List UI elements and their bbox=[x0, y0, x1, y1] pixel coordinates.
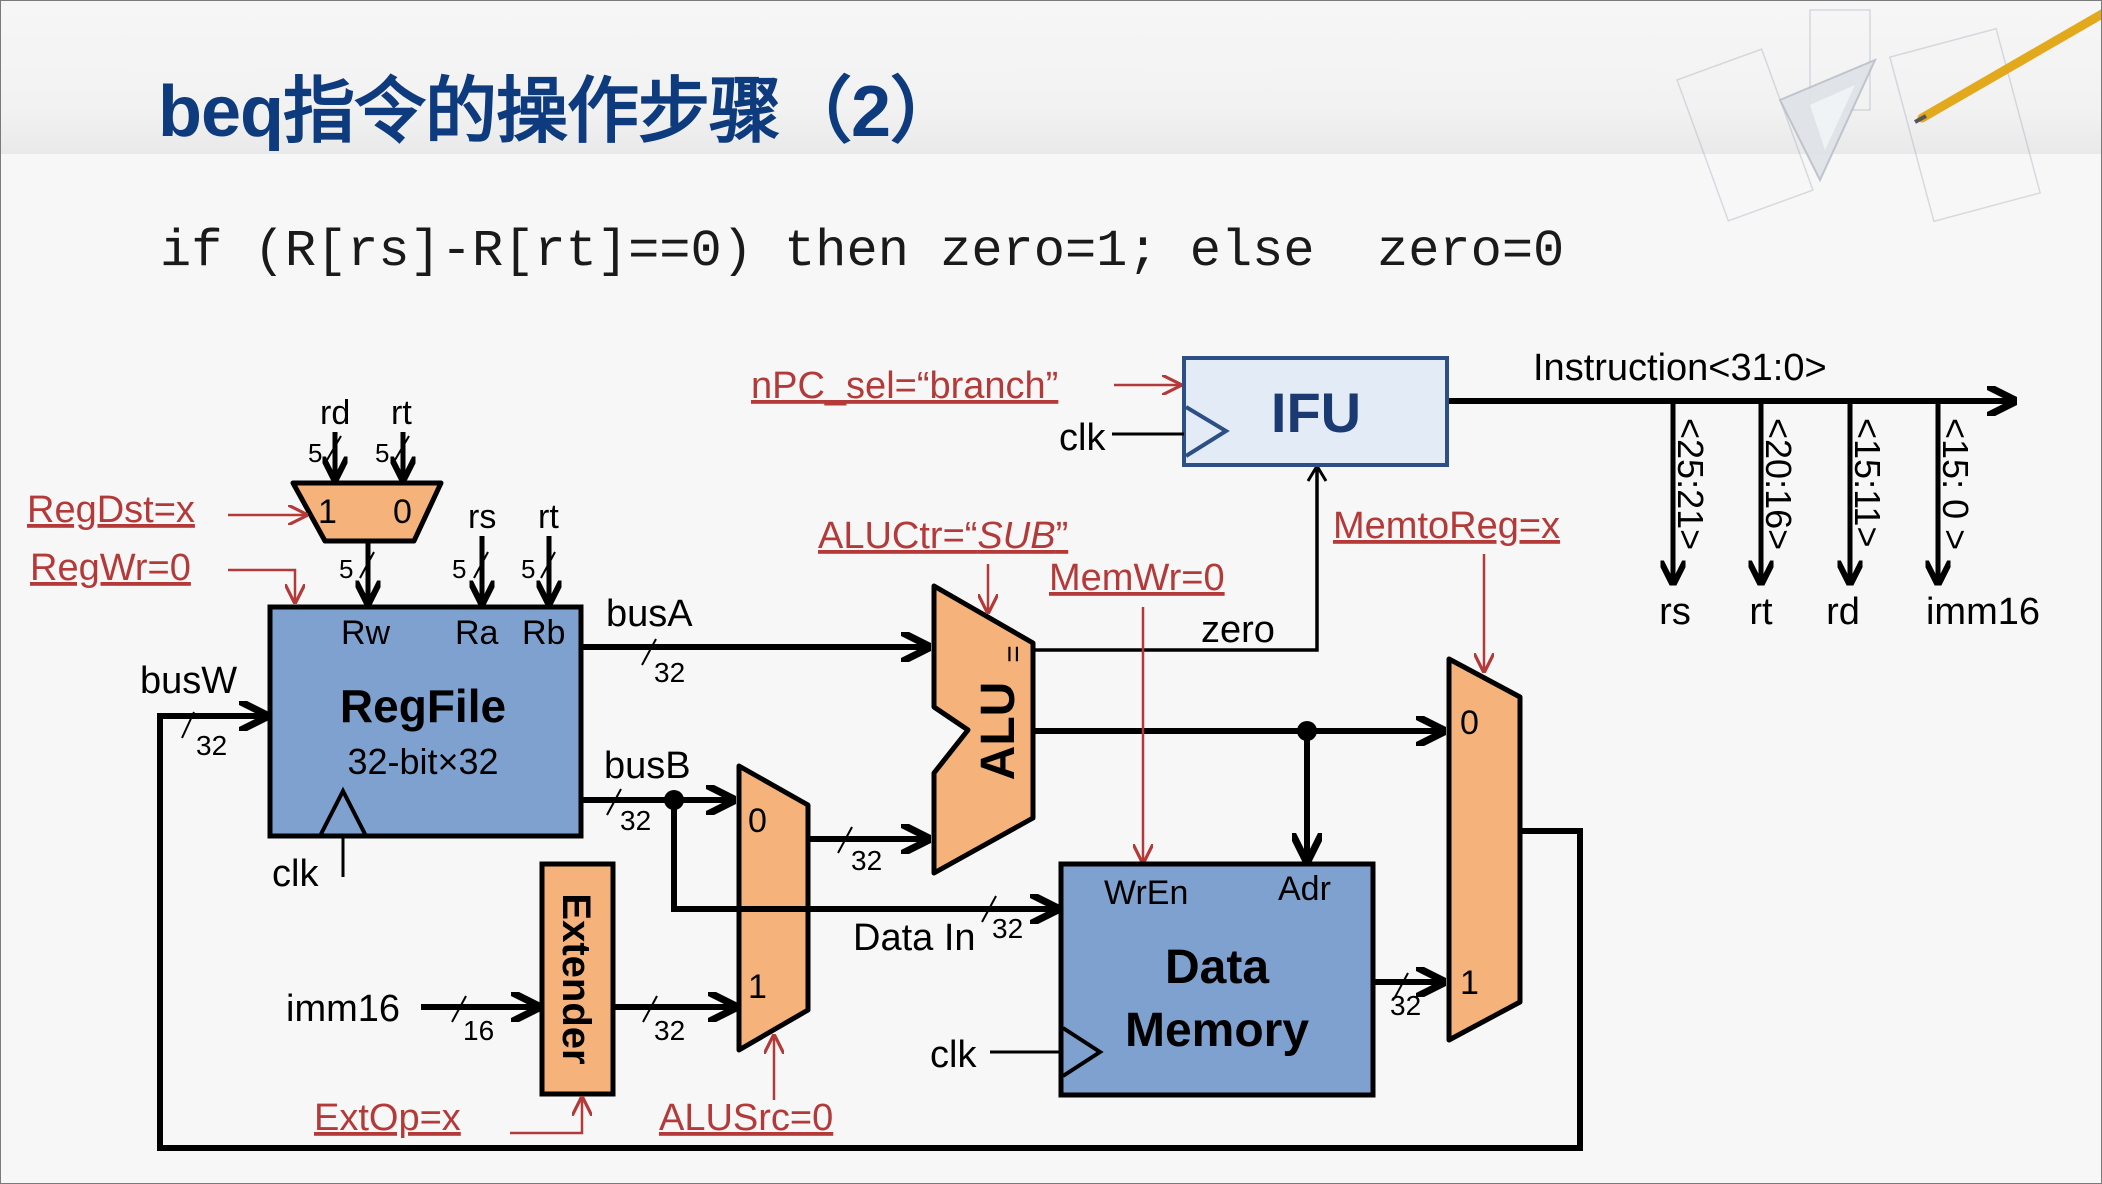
alu-block bbox=[931, 583, 1036, 876]
field-rs-name: rs bbox=[1659, 591, 1691, 633]
ifu-clock-triangle-icon bbox=[1184, 405, 1230, 458]
zero-wire bbox=[1033, 466, 1319, 652]
ext-out-width: 32 bbox=[654, 1015, 685, 1046]
field-rd-name: rd bbox=[1826, 591, 1860, 633]
slide-title: beq指令的操作步骤（2） bbox=[158, 72, 962, 152]
ifu-clk-label: clk bbox=[1059, 417, 1106, 459]
field-rt-name: rt bbox=[1749, 591, 1773, 633]
memtoreg-mux bbox=[1446, 656, 1523, 1043]
instruction-bus-label: Instruction<31:0> bbox=[1533, 347, 1827, 389]
ra-port-label: Ra bbox=[455, 614, 499, 652]
field-rs-bits: <25:21> bbox=[1670, 418, 1711, 550]
busa-width: 32 bbox=[654, 657, 685, 688]
data-memory-clock-triangle-icon bbox=[1061, 1026, 1104, 1078]
rb-width: 5 bbox=[521, 554, 535, 584]
extender-name: Extender bbox=[554, 893, 598, 1064]
regfile-size: 32-bit×32 bbox=[347, 741, 498, 782]
extender-block bbox=[539, 861, 616, 1097]
npc-sel-signal: nPC_sel=“branch” bbox=[751, 365, 1058, 407]
rt-width: 5 bbox=[375, 438, 389, 468]
imm16-input-label: imm16 bbox=[286, 988, 400, 1030]
data-in-wire bbox=[671, 800, 1057, 909]
alusrc-mux-in0: 0 bbox=[748, 802, 767, 840]
busw-width: 32 bbox=[196, 730, 227, 761]
extop-signal: ExtOp=x bbox=[314, 1097, 461, 1139]
regdst-signal: RegDst=x bbox=[27, 489, 195, 531]
data-in-width: 32 bbox=[992, 913, 1023, 944]
alusrc-signal: ALUSrc=0 bbox=[659, 1097, 833, 1139]
drafting-tools-decoration bbox=[1676, 9, 2102, 223]
memtoreg-signal: MemtoReg=x bbox=[1333, 505, 1560, 547]
imm16-width: 16 bbox=[463, 1015, 494, 1046]
regwr-signal: RegWr=0 bbox=[30, 547, 191, 589]
zero-label: zero bbox=[1201, 609, 1275, 651]
ifu-block bbox=[1182, 356, 1449, 467]
regfile-clock-triangle-icon bbox=[318, 786, 368, 837]
zero-condition-formula: if (R[rs]-R[rt]==0) then zero=1; else ze… bbox=[160, 222, 1565, 281]
busb-label: busB bbox=[604, 745, 691, 787]
wren-port-label: WrEn bbox=[1104, 874, 1188, 912]
field-imm16-bits: <15: 0 > bbox=[1935, 418, 1976, 550]
rd-width: 5 bbox=[308, 438, 322, 468]
rw-width: 5 bbox=[339, 554, 353, 584]
data-memory-name-line2: Memory bbox=[1125, 1004, 1309, 1057]
alu-equal-output: = bbox=[997, 645, 1030, 663]
memtoreg-mux-in1: 1 bbox=[1460, 964, 1479, 1002]
data-in-label: Data In bbox=[853, 917, 976, 959]
field-imm16-name: imm16 bbox=[1926, 591, 2040, 633]
memwr-signal: MemWr=0 bbox=[1049, 557, 1225, 599]
rw-port-label: Rw bbox=[341, 614, 391, 652]
field-rt-bits: <20:16> bbox=[1758, 418, 1799, 550]
memtoreg-mux-in0: 0 bbox=[1460, 704, 1479, 742]
rs-input-label: rs bbox=[468, 498, 496, 536]
ifu-name: IFU bbox=[1271, 381, 1361, 444]
field-rd-bits: <15:11> bbox=[1847, 418, 1888, 547]
alusrc-mux-in1: 1 bbox=[748, 968, 767, 1006]
busb-width: 32 bbox=[620, 805, 651, 836]
regdst-mux-in1: 1 bbox=[318, 493, 337, 531]
alu-b-width: 32 bbox=[851, 845, 882, 876]
data-memory-name-line1: Data bbox=[1165, 941, 1269, 994]
data-memory-block bbox=[1058, 861, 1376, 1098]
ra-width: 5 bbox=[452, 554, 466, 584]
regdst-mux-in0: 0 bbox=[393, 493, 412, 531]
rt-input-label: rt bbox=[391, 394, 412, 432]
data-out-width: 32 bbox=[1390, 990, 1421, 1021]
adr-port-label: Adr bbox=[1278, 870, 1331, 908]
rd-input-label: rd bbox=[320, 394, 350, 432]
pencil-icon bbox=[1917, 9, 2102, 123]
regfile-name: RegFile bbox=[340, 680, 506, 732]
rb-port-label: Rb bbox=[522, 614, 565, 652]
regfile-clk-label: clk bbox=[272, 853, 319, 895]
regfile-block bbox=[267, 604, 584, 839]
alu-name: ALU bbox=[972, 682, 1025, 781]
busw-label: busW bbox=[140, 660, 237, 702]
instruction-fields: <25:21> <20:16> <15:11> <15: 0 > rs rt r… bbox=[1659, 403, 2040, 633]
data-memory-clk-label: clk bbox=[930, 1034, 977, 1076]
title-band bbox=[0, 0, 2102, 154]
regdst-mux bbox=[290, 480, 444, 544]
busa-label: busA bbox=[606, 593, 693, 635]
rt-rb-input-label: rt bbox=[538, 498, 559, 536]
aluctr-signal: ALUCtr=“SUB” bbox=[818, 515, 1068, 557]
writeback-feedback-wire bbox=[157, 712, 1583, 1151]
